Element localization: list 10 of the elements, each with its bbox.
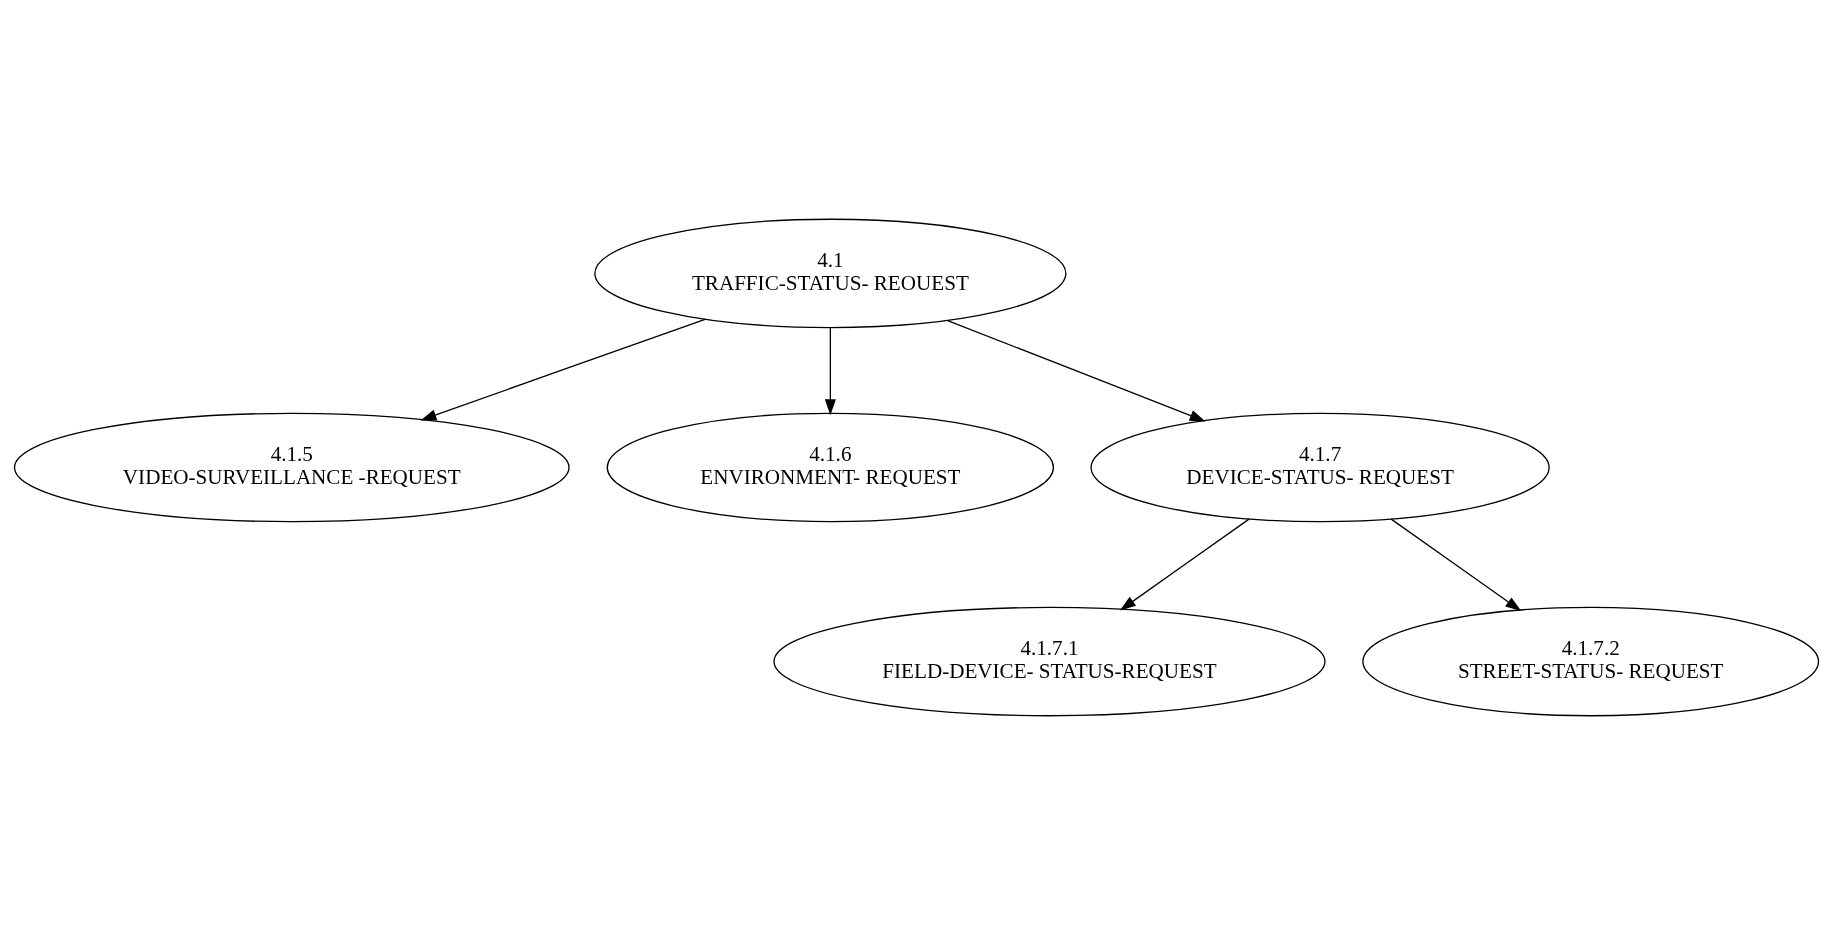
node-ellipse: 4.1.7.1 FIELD-DEVICE- STATUS-REQUEST <box>773 606 1326 716</box>
node-ellipse: 4.1.5 VIDEO-SURVEILLANCE -REQUEST <box>13 412 570 522</box>
node-ellipse: 4.1.6 ENVIRONMENT- REQUEST <box>606 412 1055 522</box>
arrow <box>420 318 706 420</box>
arrow <box>947 319 1206 421</box>
node-ellipse: 4.1.7.2 STREET-STATUS- REQUEST <box>1362 606 1820 716</box>
arrow <box>1119 517 1250 610</box>
node-ellipse: 4.1 TRAFFIC-STATUS- REOUEST <box>594 218 1067 328</box>
arrow <box>824 326 836 415</box>
arrow <box>1390 517 1522 611</box>
